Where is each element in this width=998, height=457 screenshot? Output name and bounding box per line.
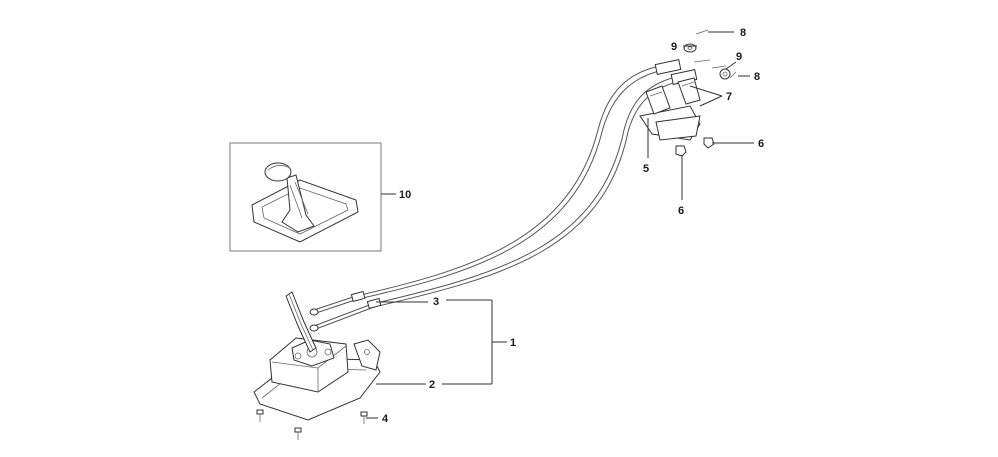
bolt-part-6 xyxy=(675,137,715,157)
clip-part-8 xyxy=(695,29,737,79)
callout-1: 1 xyxy=(510,337,516,349)
callout-5: 5 xyxy=(643,163,649,175)
callout-8-right: 8 xyxy=(754,71,760,83)
callout-7: 7 xyxy=(726,91,732,103)
callout-9-right: 9 xyxy=(736,51,742,63)
inset-shift-boot xyxy=(229,142,382,252)
shift-lever-base xyxy=(253,291,381,440)
shift-cables xyxy=(309,59,727,332)
callout-3: 3 xyxy=(433,296,439,308)
callout-8-top: 8 xyxy=(740,27,746,39)
leader-lines xyxy=(366,31,754,419)
cable-bracket-part-5 xyxy=(639,77,701,141)
callout-9-top: 9 xyxy=(671,41,677,53)
callout-2: 2 xyxy=(429,379,435,391)
callout-10: 10 xyxy=(399,189,411,201)
callout-6-bottom: 6 xyxy=(678,205,684,217)
callout-6-right: 6 xyxy=(758,138,764,150)
screw-part-4 xyxy=(256,409,368,440)
callout-4: 4 xyxy=(382,413,389,425)
